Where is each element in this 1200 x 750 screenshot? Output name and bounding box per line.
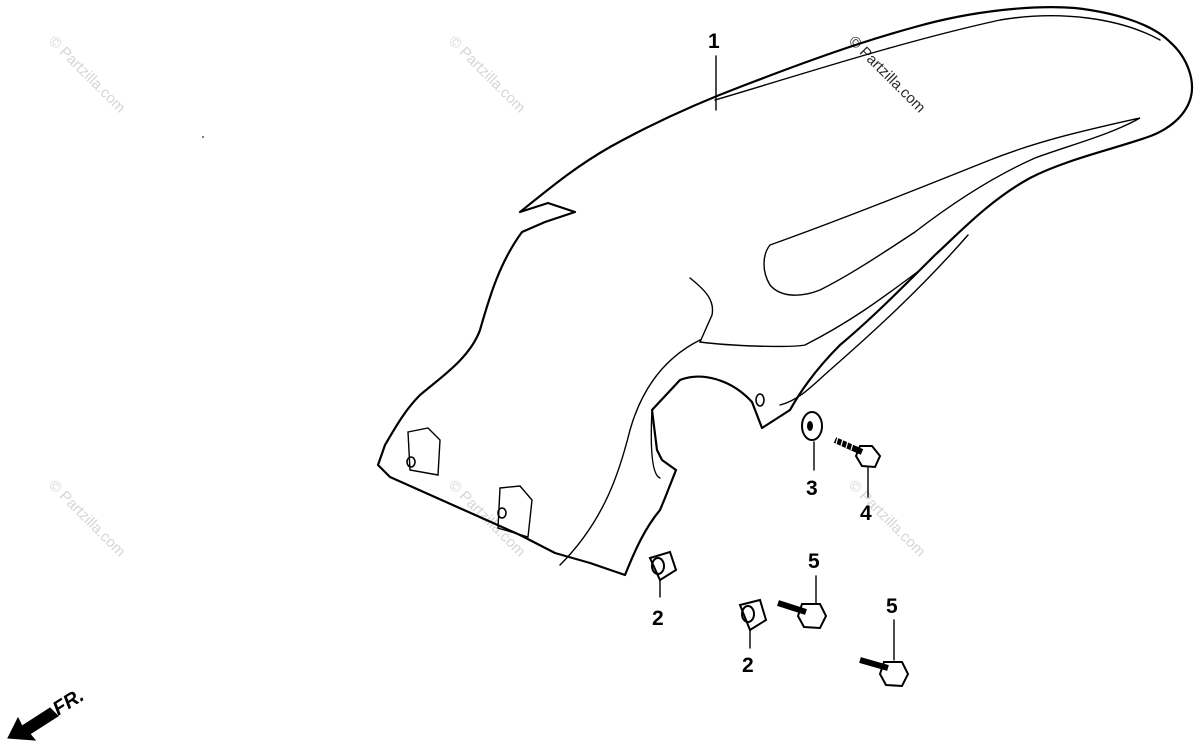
grommet-part-2[interactable]: 2: [738, 598, 768, 677]
watermark-layer: © Partzilla.com © Partzilla.com © Partzi…: [45, 33, 928, 560]
watermark-text: © Partzilla.com: [445, 33, 528, 116]
bolt-part-5[interactable]: 5: [859, 595, 910, 688]
bolt-head: [878, 661, 910, 688]
callout-number: 1: [708, 30, 720, 53]
bolt-head: [854, 445, 882, 469]
callout-1[interactable]: 1: [708, 30, 720, 111]
callout-number: 2: [742, 654, 754, 677]
arrow-icon: [7, 707, 59, 741]
grommet-hole: [651, 557, 665, 575]
fender-crease: [779, 234, 969, 406]
bolt-part-5[interactable]: 5: [777, 550, 828, 630]
fender-outline: [376, 6, 1194, 577]
fender-inner-edge: [689, 269, 921, 348]
mount-hole: [755, 393, 765, 407]
washer-part-3[interactable]: 3: [801, 411, 823, 500]
callout-number: 5: [886, 595, 898, 618]
mount-hole: [497, 507, 507, 519]
front-direction-marker: FR.: [7, 685, 88, 741]
fender-crease: [559, 339, 701, 566]
grommet-hole: [741, 605, 755, 623]
watermark-text: © Partzilla.com: [845, 477, 928, 560]
mount-tab: [407, 427, 441, 476]
bolt-part-4[interactable]: 4: [833, 436, 882, 525]
callout-number: 5: [808, 550, 820, 573]
fender-top-ridge: [714, 15, 1161, 101]
mount-hole: [406, 456, 416, 468]
callout-number: 2: [652, 607, 664, 630]
fender-raised-panel: [763, 117, 1141, 296]
callout-number: 4: [860, 502, 872, 525]
fender-crease: [650, 409, 661, 479]
bolt-threads: [835, 436, 854, 451]
grommet-body: [648, 550, 678, 582]
washer-hole: [807, 421, 813, 431]
bolt-head: [796, 603, 828, 630]
watermark-text: © Partzilla.com: [45, 33, 128, 116]
watermark-text: © Partzilla.com: [445, 477, 528, 560]
watermark-text: © Partzilla.com: [45, 477, 128, 560]
stray-dot: [202, 136, 204, 138]
mount-tab: [497, 485, 533, 538]
callout-number: 3: [806, 477, 818, 500]
bolt-shaft: [777, 600, 807, 615]
washer-body: [801, 411, 823, 441]
grommet-part-2[interactable]: 2: [648, 550, 678, 630]
rear-fender-part-1[interactable]: [376, 6, 1194, 577]
